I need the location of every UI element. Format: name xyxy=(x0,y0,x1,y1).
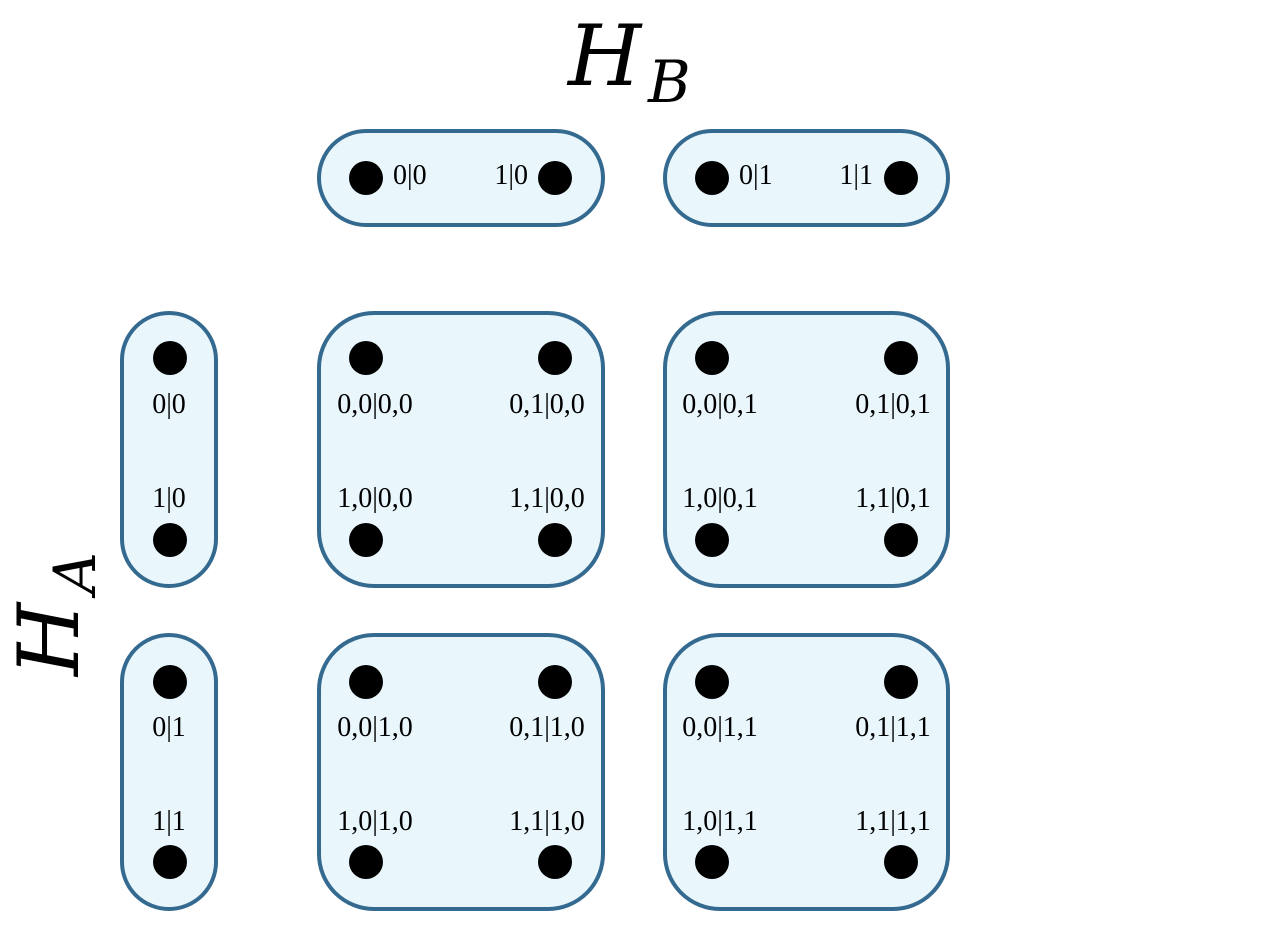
state-dot xyxy=(884,523,918,557)
state-label: 1,0|1,0 xyxy=(337,806,413,837)
state-dot xyxy=(695,341,729,375)
product-group-box xyxy=(663,311,950,588)
state-label: 1,1|0,1 xyxy=(855,483,931,514)
state-label: 1,0|0,0 xyxy=(337,483,413,514)
title-hb-subscript: B xyxy=(647,48,691,116)
state-dot xyxy=(153,341,187,375)
state-dot xyxy=(884,665,918,699)
state-dot xyxy=(349,161,383,195)
state-label: 0,0|0,1 xyxy=(682,389,758,420)
state-dot xyxy=(884,845,918,879)
hb-group: 0|0 1|0 xyxy=(317,129,605,227)
state-dot xyxy=(349,523,383,557)
state-label: 0|1 xyxy=(152,712,186,743)
ha-group: 0|1 1|1 xyxy=(120,633,218,911)
ha-group: 0|0 1|0 xyxy=(120,311,218,588)
state-dot xyxy=(153,665,187,699)
title-ha-main: H xyxy=(0,601,98,678)
state-dot xyxy=(349,665,383,699)
state-label: 0,0|1,0 xyxy=(337,712,413,743)
state-label: 1,1|0,0 xyxy=(509,483,585,514)
state-dot xyxy=(538,845,572,879)
product-group-box xyxy=(663,633,950,911)
state-label: 1,1|1,1 xyxy=(855,806,931,837)
hb-group: 0|1 1|1 xyxy=(663,129,950,227)
state-label: 1|1 xyxy=(152,806,186,837)
product-group-box xyxy=(317,633,605,911)
state-dot xyxy=(695,665,729,699)
state-dot xyxy=(153,523,187,557)
state-dot xyxy=(349,845,383,879)
state-label: 1|0 xyxy=(494,160,528,191)
state-label: 0|1 xyxy=(739,160,773,191)
product-group: 0,0|1,0 0,1|1,0 1,0|1,0 1,1|1,0 xyxy=(317,633,605,911)
product-group: 0,0|0,0 0,1|0,0 1,0|0,0 1,1|0,0 xyxy=(317,311,605,588)
state-label: 1,1|1,0 xyxy=(509,806,585,837)
product-group: 0,0|0,1 0,1|0,1 1,0|0,1 1,1|0,1 xyxy=(663,311,950,588)
ha-group-box xyxy=(120,311,218,588)
state-label: 0|0 xyxy=(393,160,427,191)
state-label: 0,1|1,1 xyxy=(855,712,931,743)
state-label: 0,1|0,0 xyxy=(509,389,585,420)
state-dot xyxy=(695,845,729,879)
state-dot xyxy=(153,845,187,879)
state-dot xyxy=(695,161,729,195)
state-dot xyxy=(538,341,572,375)
product-group: 0,0|1,1 0,1|1,1 1,0|1,1 1,1|1,1 xyxy=(663,633,950,911)
title-hb-main: H xyxy=(566,7,643,105)
state-label: 0,0|0,0 xyxy=(337,389,413,420)
state-label: 1|1 xyxy=(839,160,873,191)
state-label: 0,0|1,1 xyxy=(682,712,758,743)
hb-group-box xyxy=(317,129,605,227)
state-dot xyxy=(538,523,572,557)
state-dot xyxy=(349,341,383,375)
state-label: 0|0 xyxy=(152,389,186,420)
state-dot xyxy=(538,665,572,699)
product-group-box xyxy=(317,311,605,588)
hb-group-box xyxy=(663,129,950,227)
state-label: 1,0|0,1 xyxy=(682,483,758,514)
state-dot xyxy=(695,523,729,557)
state-label: 0,1|1,0 xyxy=(509,712,585,743)
ha-group-box xyxy=(120,633,218,911)
state-label: 0,1|0,1 xyxy=(855,389,931,420)
state-dot xyxy=(884,161,918,195)
title-hb: H B xyxy=(566,7,691,116)
title-ha-subscript: A xyxy=(41,552,109,599)
state-label: 1|0 xyxy=(152,483,186,514)
state-dot xyxy=(538,161,572,195)
state-label: 1,0|1,1 xyxy=(682,806,758,837)
state-dot xyxy=(884,341,918,375)
title-ha: H A xyxy=(0,552,109,678)
